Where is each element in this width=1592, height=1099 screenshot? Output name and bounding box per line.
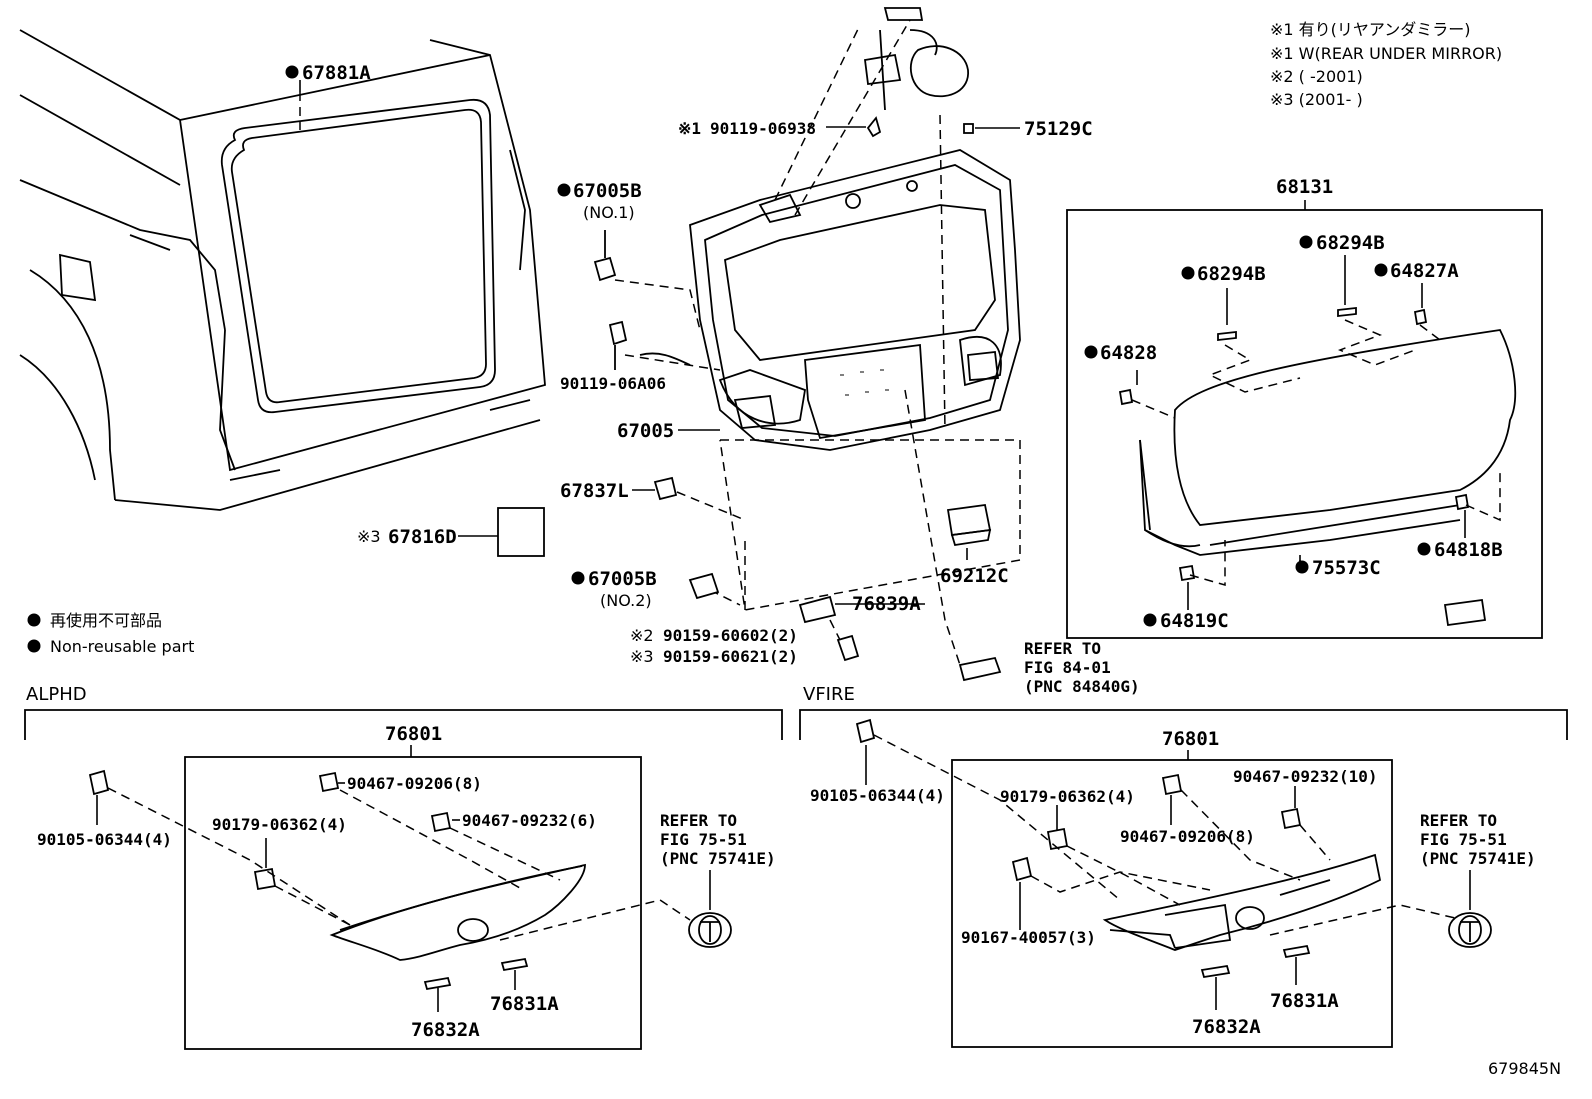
part-label-vfire-90167-40057: 90167-40057(3) [961,928,1096,947]
non-reusable-dot-icon [571,571,585,585]
non-reusable-dot-icon [27,639,41,653]
non-reusable-dot-icon [1374,263,1388,277]
non-reusable-dot-icon [27,613,41,627]
section-alphd: ALPHD [26,684,87,705]
screw-90119-06a06-illustration [608,320,691,370]
refer-alphd-line2: FIG 75-51 [660,830,747,849]
refer-84-line3: (PNC 84840G) [1024,677,1140,696]
part-prefix-90159-60621: ※3 [630,647,654,666]
legend-en: Non-reusable part [50,637,194,656]
note-4: ※3 (2001- ) [1270,90,1363,109]
part-label-69212c: 69212C [940,565,1009,587]
part-label-vfire-90467-09206: 90467-09206(8) [1120,827,1255,846]
rear-under-mirror-illustration [863,7,969,138]
refer-84-line1: REFER TO [1024,639,1101,658]
part-label-vfire-90105-06344: 90105-06344(4) [810,786,945,805]
refer-alphd-line1: REFER TO [660,811,737,830]
part-label-64819c: 64819C [1160,610,1229,632]
part-label-67837l: 67837L [560,480,629,502]
vfire-emblem-garnish-illustration [1102,853,1382,951]
clip-67005b-no1-illustration [593,230,617,282]
refer-84-line2: FIG 84-01 [1024,658,1111,677]
non-reusable-dot-icon [285,65,299,79]
part-label-alphd-76832a: 76832A [411,1019,480,1041]
part-label-alphd-90179-06362: 90179-06362(4) [212,815,347,834]
part-label-64818b: 64818B [1434,539,1503,561]
part-label-alphd-90467-09232: 90467-09232(6) [462,811,597,830]
non-reusable-dot-icon [1181,266,1195,280]
part-label-alphd-90105-06344: 90105-06344(4) [37,830,172,849]
part-label-67881a: 67881A [302,62,371,84]
note-3: ※2 ( -2001) [1270,67,1363,86]
part-label-67005b-no2: 67005B [588,568,657,590]
diagram-id: 679845N [1488,1059,1561,1078]
part-label-67005b-no1: 67005B [573,180,642,202]
part-label-90159-60602: 90159-60602(2) [663,626,798,645]
garnish-68131-illustration [1139,329,1517,556]
part-prefix-67816d: ※3 [357,527,381,546]
part-label-vfire-76801: 76801 [1162,728,1219,750]
non-reusable-dot-icon [1295,560,1309,574]
notes: ※1 有り(リヤアンダミラー) ※1 W(REAR UNDER MIRROR) … [1270,20,1502,109]
part-label-75573c: 75573C [1312,557,1381,579]
section-vfire: VFIRE [803,684,855,705]
part-label-64828: 64828 [1100,342,1157,364]
non-reusable-dot-icon [557,183,571,197]
assembly-box-alphd-76801 [184,756,642,1050]
assembly-box-vfire-76801 [951,759,1393,1048]
part-sub-67005b-no2: (NO.2) [600,591,652,610]
non-reusable-dot-icon [1143,613,1157,627]
part-label-67816d: 67816D [388,526,457,548]
part-label-67005: 67005 [617,420,674,442]
refer-vfire-line2: FIG 75-51 [1420,830,1507,849]
assembly-box-68131 [1066,209,1543,639]
part-label-68131: 68131 [1276,176,1333,198]
non-reusable-dot-icon [1299,235,1313,249]
non-reusable-legend: 再使用不可部品 Non-reusable part [27,611,194,656]
part-label-75129c: 75129C [1024,118,1093,140]
part-label-68294b-lower: 68294B [1197,263,1266,285]
note-1: ※1 有り(リヤアンダミラー) [1270,20,1471,39]
part-label-68294b-upper: 68294B [1316,232,1385,254]
part-label-alphd-76801: 76801 [385,723,442,745]
part-label-64827a: 64827A [1390,260,1459,282]
refer-alphd-line3: (PNC 75741E) [660,849,776,868]
note-2: ※1 W(REAR UNDER MIRROR) [1270,44,1502,63]
part-label-90119-06a06: 90119-06A06 [560,374,666,393]
part-label-90159-60621: 90159-60621(2) [663,647,798,666]
alphd-emblem-garnish-illustration [329,863,586,961]
refer-vfire-line3: (PNC 75741E) [1420,849,1536,868]
part-prefix-90159-60602: ※2 [630,626,654,645]
part-prefix-90119-06938: ※1 [678,119,701,138]
refer-vfire-line1: REFER TO [1420,811,1497,830]
part-label-alphd-90467-09206: 90467-09206(8) [347,774,482,793]
non-reusable-dot-icon [1417,542,1431,556]
part-label-vfire-76832a: 76832A [1192,1016,1261,1038]
legend-jp: 再使用不可部品 [50,611,162,630]
vehicle-body-illustration [19,29,546,511]
back-door-illustration [689,149,1021,451]
part-label-vfire-90179-06362: 90179-06362(4) [1000,787,1135,806]
part-label-vfire-90467-09232: 90467-09232(10) [1233,767,1378,786]
part-label-90119-06938: 90119-06938 [710,119,816,138]
part-label-alphd-76831a: 76831A [490,993,559,1015]
non-reusable-dot-icon [1084,345,1098,359]
part-label-vfire-76831a: 76831A [1270,990,1339,1012]
part-sub-67005b-no1: (NO.1) [583,203,635,222]
part-label-76839a: 76839A [852,593,921,615]
